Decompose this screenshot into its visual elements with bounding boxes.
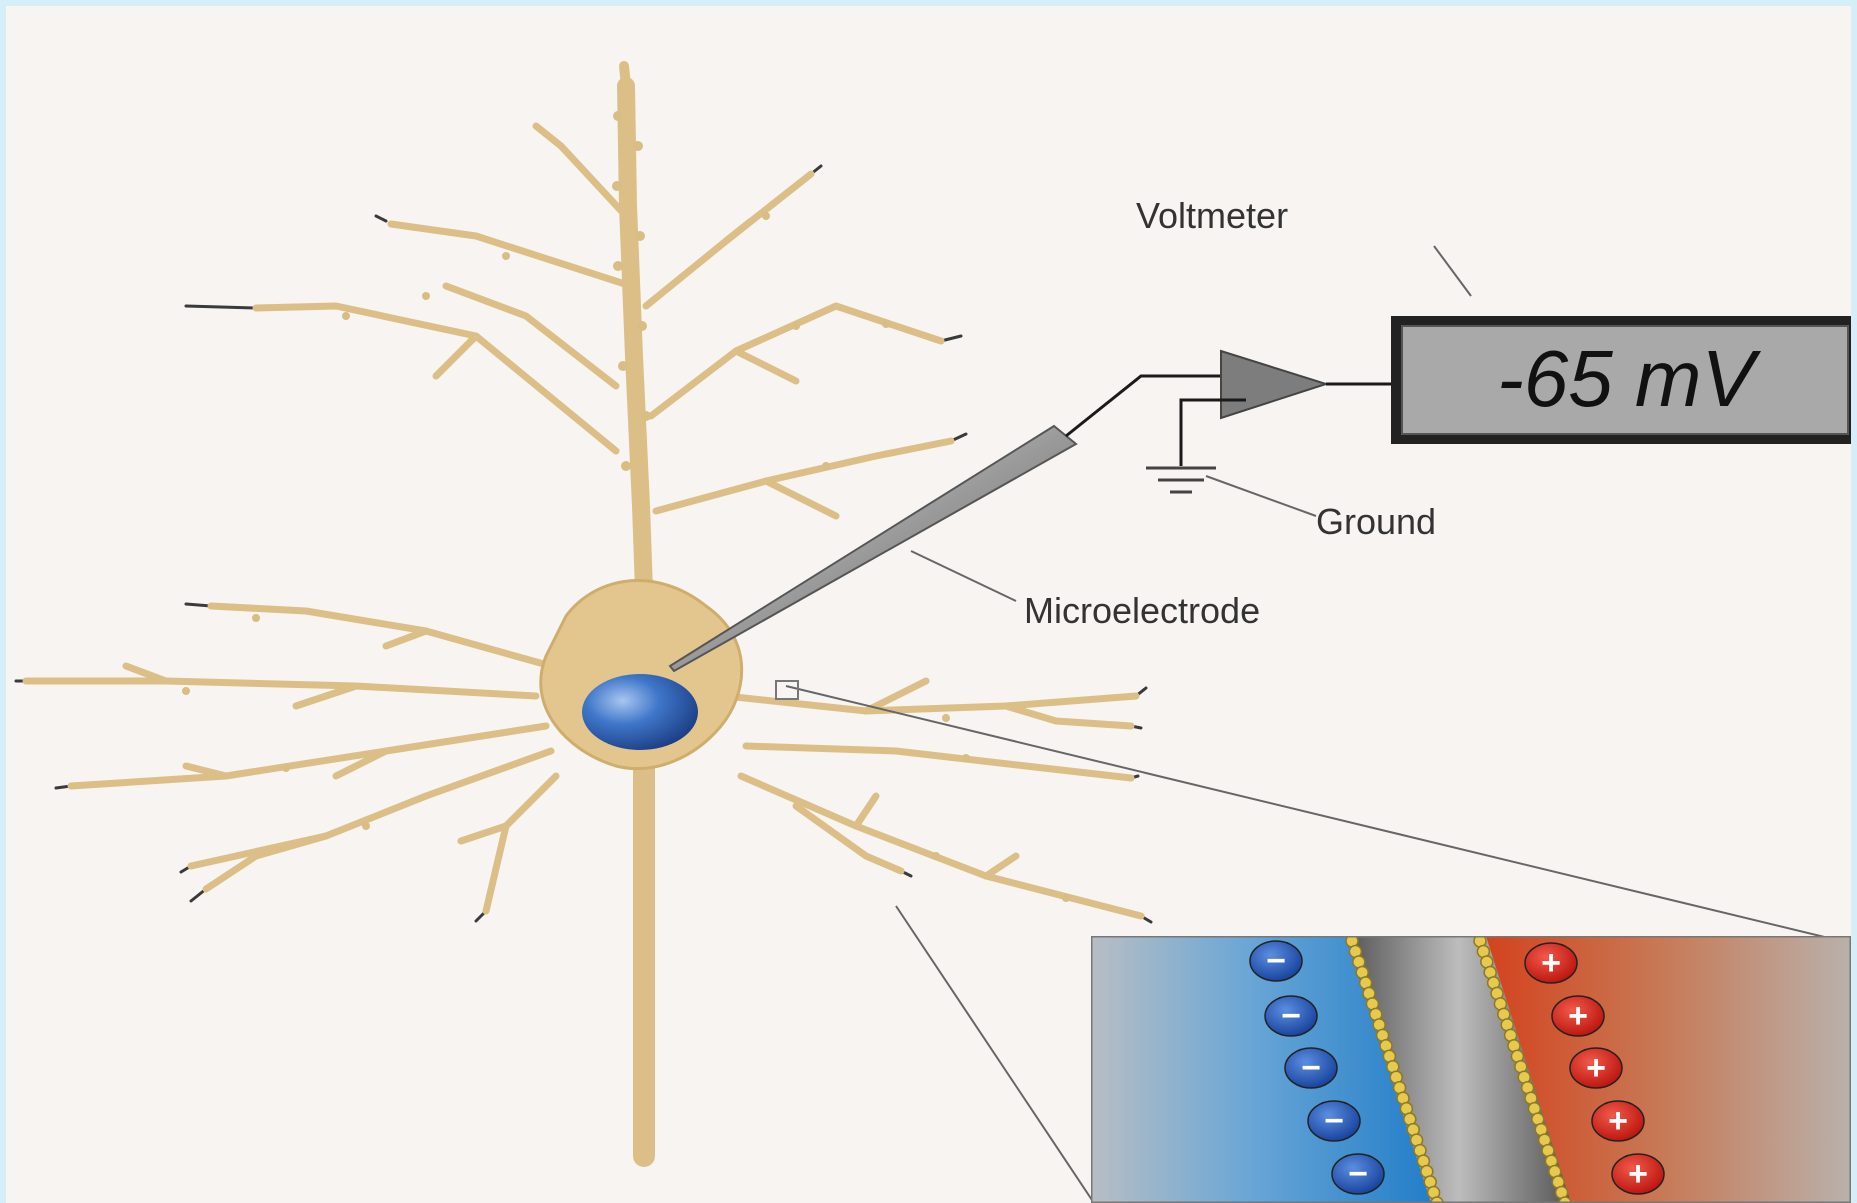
negative-charge-icon: − (1308, 1101, 1360, 1141)
negative-charge-icon: − (1250, 941, 1302, 981)
voltmeter-reading: -65 mV (1497, 334, 1761, 423)
zoom-region-marker (776, 681, 798, 699)
svg-text:+: + (1541, 944, 1561, 982)
zoom-line-bottom (896, 906, 1094, 1203)
membrane-inset: −−−−−+++++ (1091, 935, 1851, 1203)
nucleus (582, 674, 698, 750)
microelectrode-label: Microelectrode (1024, 590, 1260, 631)
ground-symbol-icon (1146, 468, 1216, 492)
positive-charge-icon: + (1612, 1154, 1664, 1194)
svg-text:−: − (1301, 1049, 1321, 1087)
dendrite-tips (16, 166, 1151, 922)
voltmeter-display: -65 mV (1391, 316, 1851, 444)
zoom-line-top (786, 686, 1841, 941)
svg-text:−: − (1281, 997, 1301, 1035)
electrode-wire (1066, 376, 1236, 436)
negative-charge-icon: − (1265, 996, 1317, 1036)
svg-text:+: + (1628, 1155, 1648, 1193)
figure-stage: -65 mV Voltmeter Ground Microelectrode (6, 6, 1851, 1203)
svg-text:+: + (1608, 1102, 1628, 1140)
svg-text:+: + (1586, 1049, 1606, 1087)
positive-charge-icon: + (1592, 1101, 1644, 1141)
positive-charge-icon: + (1570, 1048, 1622, 1088)
negative-charge-icon: − (1332, 1154, 1384, 1194)
apical-dendrite (626, 86, 646, 646)
neuron (16, 66, 1151, 1156)
positive-charge-icon: + (1525, 943, 1577, 983)
svg-text:−: − (1324, 1102, 1344, 1140)
svg-text:−: − (1348, 1155, 1368, 1193)
svg-text:−: − (1266, 942, 1286, 980)
ground-label: Ground (1316, 501, 1436, 542)
positive-charge-icon: + (1552, 996, 1604, 1036)
negative-charge-icon: − (1285, 1048, 1337, 1088)
amplifier (1146, 351, 1391, 492)
svg-text:+: + (1568, 997, 1588, 1035)
dendrites (26, 126, 1141, 916)
voltmeter-label: Voltmeter (1136, 195, 1288, 236)
diagram: -65 mV Voltmeter Ground Microelectrode (6, 6, 1851, 1203)
